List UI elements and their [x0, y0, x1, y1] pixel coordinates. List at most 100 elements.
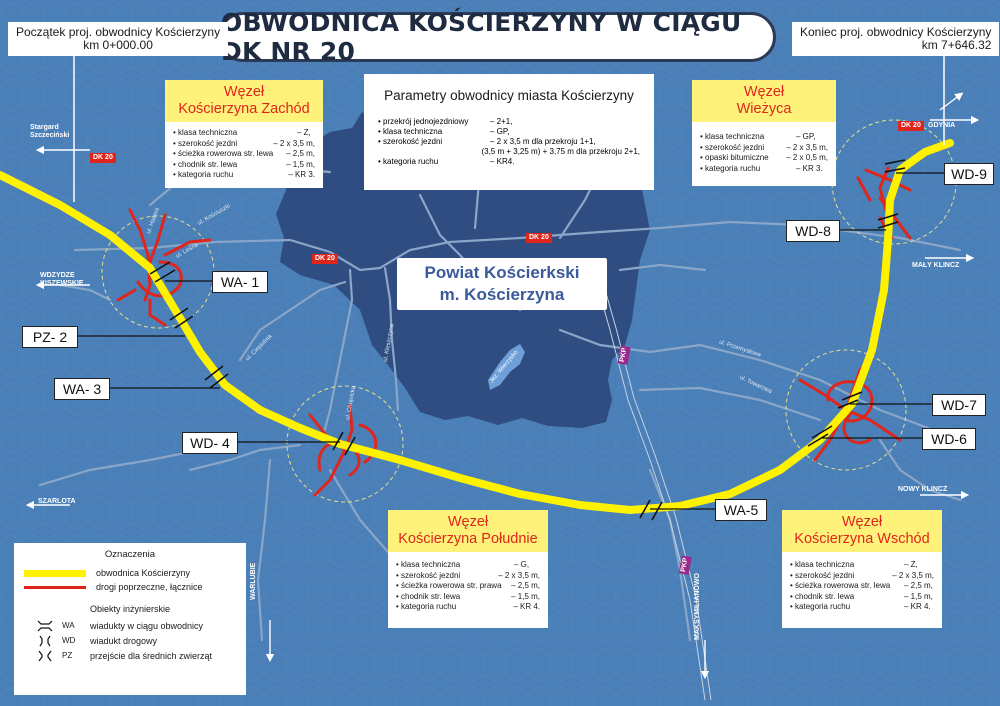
- param-row: ścieżka rowerowa str. lewa2,5 m,: [173, 149, 315, 160]
- legend-object-code: PZ: [62, 651, 73, 660]
- junction-card-zachod-title2: Kościerzyna Zachód: [178, 101, 310, 117]
- param-row: klasa technicznaGP,: [700, 132, 828, 143]
- junction-card-wschod-title2: Kościerzyna Wschód: [794, 531, 930, 547]
- end-line-2: km 7+646.32: [921, 38, 992, 52]
- railway: [589, 257, 712, 701]
- legend-row-cross-roads: drogi poprzeczne, łącznice: [14, 580, 246, 594]
- legend-object-code: WA: [62, 621, 75, 630]
- direction-nowy-klincz: NOWY KLINCZ: [898, 486, 948, 493]
- ring-road: [0, 139, 954, 514]
- param-row: chodnik str. lewa1,5 m,: [173, 160, 315, 171]
- param-row: szerokość jezdni2 x 3,5 m,: [790, 571, 934, 582]
- direction-stargard-line1: Stargard: [30, 124, 59, 131]
- param-row: klasa technicznaZ,: [790, 560, 934, 571]
- junction-card-zachod-header: Węzeł Kościerzyna Zachód: [165, 80, 323, 122]
- object-label-wd6: WD-6: [922, 428, 976, 450]
- powiat-label: Powiat Kościerkski m. Kościerzyna: [397, 258, 607, 310]
- dk20-tag: DK 20: [526, 233, 552, 243]
- direction-maly-klincz: MAŁY KLINCZ: [912, 262, 960, 269]
- param-row: kategoria ruchuKR 3.: [173, 170, 315, 181]
- direction-wdzydze: WDZYDZE KISZEWSKIE: [40, 272, 84, 288]
- legend-objects-title: Obiekty inżynierskie: [89, 604, 171, 614]
- param-row: kategoria ruchuKR4.: [378, 157, 640, 167]
- legend: Oznaczenia obwodnica Kościerzyny drogi p…: [14, 543, 246, 695]
- direction-maksymilianowo: MAKSYMILIANOWO: [694, 573, 701, 640]
- param-row: ścieżka rowerowa str. prawa2,5 m,: [396, 581, 540, 592]
- legend-object-row: PZ przejście dla średnich zwierząt: [14, 648, 246, 663]
- start-chainage-label: Początek proj. obwodnicy Kościerzyny km …: [8, 22, 229, 56]
- start-line-1: Początek proj. obwodnicy Kościerzyny: [16, 25, 221, 39]
- bridge-markers: [149, 159, 906, 521]
- junction-card-zachod: Węzeł Kościerzyna Zachód klasa techniczn…: [165, 80, 323, 188]
- junction-card-poludnie-title2: Kościerzyna Południe: [398, 531, 538, 547]
- junction-card-zachod-title1: Węzeł: [223, 84, 265, 100]
- junction-card-wiezyca-header: Węzeł Wieżyca: [692, 80, 836, 122]
- legend-ring-road-label: obwodnica Kościerzyny: [96, 568, 191, 578]
- legend-object-code: WD: [62, 636, 76, 645]
- param-row: (3,5 m + 3,25 m) + 3,75 m dla przekroju …: [481, 147, 640, 156]
- legend-object-desc: wiadukt drogowy: [90, 635, 158, 646]
- powiat-line-1: Powiat Kościerkski: [424, 263, 580, 282]
- direction-gdynia: GDYNIA: [928, 122, 956, 129]
- junction-card-poludnie-header: Węzeł Kościerzyna Południe: [388, 510, 548, 552]
- junction-card-poludnie-title1: Węzeł: [447, 514, 489, 530]
- dk20-tag: DK 20: [898, 121, 924, 131]
- junction-card-wschod-title1: Węzeł: [841, 514, 883, 530]
- direction-szarlota: SZARLOTA: [38, 498, 76, 505]
- dk20-tag: DK 20: [312, 254, 338, 264]
- junction-card-poludnie: Węzeł Kościerzyna Południe klasa technic…: [388, 510, 548, 628]
- object-label-wd9: WD-9: [944, 163, 994, 185]
- param-row: klasa technicznaG,: [396, 560, 540, 571]
- param-row: ścieżka rowerowa str. lewa2,5 m,: [790, 581, 934, 592]
- direction-warlubie: WARLUBIE: [250, 562, 257, 600]
- direction-stargard-line2: Szczeciński: [30, 132, 70, 139]
- legend-object-desc: przejście dla średnich zwierząt: [90, 650, 213, 661]
- direction-wdzydze-line2: KISZEWSKIE: [40, 280, 84, 287]
- object-label-wd7: WD-7: [932, 394, 986, 416]
- legend-cross-roads-label: drogi poprzeczne, łącznice: [96, 582, 203, 592]
- legend-object-row: WA wiadukty w ciągu obwodnicy: [14, 618, 246, 633]
- param-row: chodnik str. lewa1,5 m,: [396, 592, 540, 603]
- cross-roads: [116, 166, 912, 497]
- param-row: klasa technicznaZ,: [173, 128, 315, 139]
- start-line-2: km 0+000.00: [83, 38, 153, 52]
- param-row: szerokość jezdni2 x 3,5 m dla przekroju …: [378, 137, 640, 147]
- junction-card-wiezyca-title2: Wieżyca: [736, 101, 792, 117]
- param-row: opaski bitumiczne2 x 0,5 m,: [700, 153, 828, 164]
- object-label-wd8: WD-8: [786, 220, 840, 242]
- object-label-wa3: WA- 3: [54, 378, 110, 400]
- junction-card-wschod-header: Węzeł Kościerzyna Wschód: [782, 510, 942, 552]
- end-chainage-label: Koniec proj. obwodnicy Kościerzyny km 7+…: [792, 22, 1000, 56]
- param-row: przekrój jednojezdniowy2+1,: [378, 117, 640, 127]
- direction-wdzydze-line1: WDZYDZE: [40, 272, 75, 279]
- parameters-title: Parametry obwodnicy miasta Kościerzyny: [384, 88, 634, 103]
- direction-arrows: [25, 92, 980, 680]
- animal-crossing-symbol-icon: [38, 650, 52, 661]
- cross-roads-swatch: [24, 585, 86, 589]
- ring-road-swatch: [24, 569, 86, 577]
- legend-object-row: WD wiadukt drogowy: [14, 633, 246, 648]
- param-row: szerokość jezdni2 x 3,5 m,: [173, 139, 315, 150]
- page-title: OBWODNICA KOŚCIERZYNY W CIĄGU DK NR 20: [218, 8, 776, 66]
- param-row: szerokość jezdni2 x 3,5 m,: [396, 571, 540, 582]
- param-row: kategoria ruchuKR 3.: [700, 164, 828, 175]
- object-label-wd4: WD- 4: [182, 432, 238, 454]
- param-row: kategoria ruchuKR 4.: [790, 602, 934, 613]
- end-line-1: Koniec proj. obwodnicy Kościerzyny: [800, 25, 992, 39]
- viaduct-symbol-icon: [37, 620, 53, 631]
- junction-card-wiezyca-title1: Węzeł: [743, 84, 785, 100]
- legend-row-ring-road: obwodnica Kościerzyny: [14, 566, 246, 580]
- direction-stargard: Stargard Szczeciński: [30, 124, 69, 140]
- object-label-wa5: WA-5: [715, 499, 767, 521]
- dk20-tag: DK 20: [90, 153, 116, 163]
- legend-title: Oznaczenia: [104, 549, 156, 560]
- object-label-wa1: WA- 1: [212, 271, 268, 293]
- junction-card-wschod: Węzeł Kościerzyna Wschód klasa techniczn…: [782, 510, 942, 628]
- param-row: chodnik str. lewa1,5 m,: [790, 592, 934, 603]
- param-row: szerokość jezdni2 x 3,5 m,: [700, 143, 828, 154]
- lake: [488, 344, 525, 390]
- object-label-pz2: PZ- 2: [22, 326, 78, 348]
- road-bridge-symbol-icon: [39, 635, 51, 646]
- parameters-card: Parametry obwodnicy miasta Kościerzyny p…: [364, 74, 654, 190]
- param-row: kategoria ruchuKR 4.: [396, 602, 540, 613]
